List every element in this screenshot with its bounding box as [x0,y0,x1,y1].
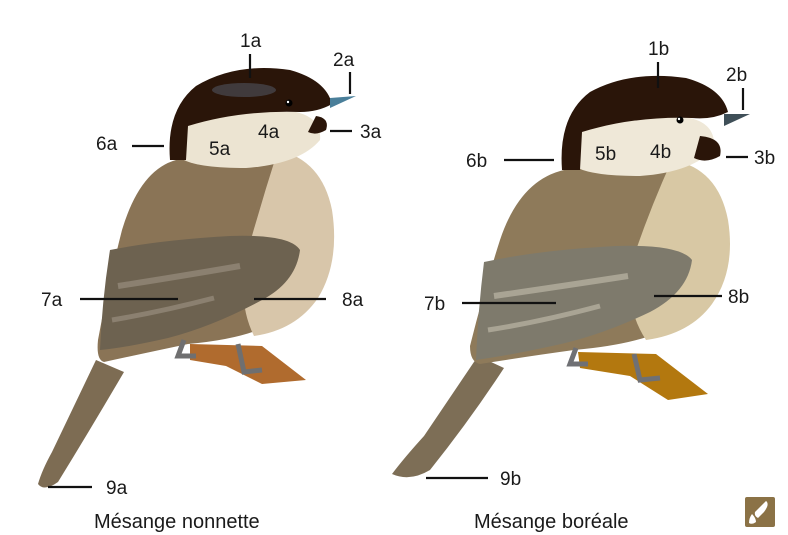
bird-a: 1a 2a 3a 4a 5a 6a 7a 8a 9a Mésange nonne… [38,31,382,533]
label-5a: 5a [209,139,231,160]
caption-boreale: Mésange boréale [474,511,629,533]
bird-a-eye-glint [287,101,289,103]
bird-a-cap-highlight [212,83,276,97]
label-2b: 2b [726,65,747,86]
bird-b-eye [677,117,684,124]
label-8b: 8b [728,287,749,308]
label-9a: 9a [106,478,128,499]
label-3b: 3b [754,148,775,169]
label-6a: 6a [96,134,118,155]
label-7b: 7b [424,294,445,315]
bird-a-eye [286,100,293,107]
label-2a: 2a [333,50,355,71]
label-8a: 8a [342,290,364,311]
brush-logo-icon [745,497,775,527]
label-7a: 7a [41,290,63,311]
bird-a-tail [38,360,124,488]
label-6b: 6b [466,151,487,172]
label-1a: 1a [240,31,262,52]
label-3a: 3a [360,122,382,143]
label-4a: 4a [258,122,280,143]
bird-b-tail [392,356,504,477]
caption-nonnette: Mésange nonnette [94,511,260,533]
bird-b-perch [578,352,708,400]
bird-b-beak [724,114,750,126]
bird-a-beak [330,96,356,108]
bird-b: 1b 2b 3b 4b 5b 6b 7b 8b 9b Mésange boréa… [392,39,775,533]
bird-a-perch [190,344,306,384]
label-5b: 5b [595,144,616,165]
label-1b: 1b [648,39,669,60]
label-9b: 9b [500,469,521,490]
bird-b-eye-glint [678,118,680,120]
label-4b: 4b [650,142,671,163]
